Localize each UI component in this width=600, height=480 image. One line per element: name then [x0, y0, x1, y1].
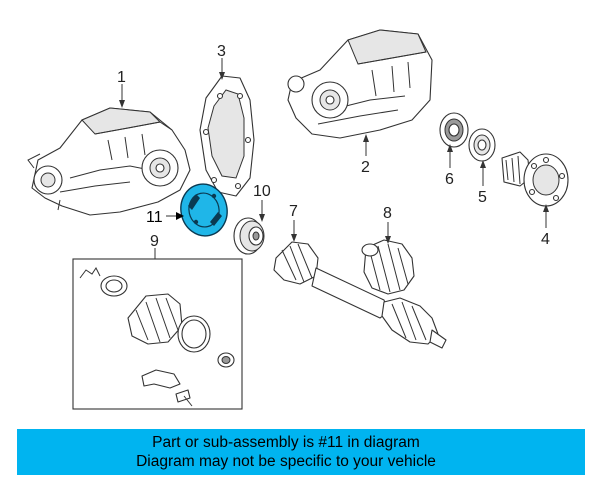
callout-1: 1 [117, 69, 126, 86]
part-4-axle-flange [501, 151, 569, 207]
part-11-mount-highlighted [180, 183, 228, 237]
part-9-kit-box [72, 258, 243, 410]
part-5-seal [468, 128, 496, 162]
callout-3: 3 [217, 43, 226, 60]
part-3-cover-plate [199, 75, 255, 197]
part-7-axle-shaft [273, 241, 447, 349]
parts-diagram: 1 2 3 4 5 6 7 8 9 10 11 [27, 29, 569, 410]
part-2-differential-housing [287, 29, 433, 139]
callout-10: 10 [253, 183, 271, 200]
banner-line-2: Diagram may not be specific to your vehi… [136, 453, 436, 470]
info-banner: Part or sub-assembly is #11 in diagram D… [17, 429, 585, 475]
callout-2: 2 [361, 159, 370, 176]
callout-9: 9 [150, 233, 159, 250]
callout-7: 7 [289, 203, 298, 220]
part-10-flange [233, 217, 265, 255]
leader-lines [119, 58, 549, 259]
part-6-bearing [439, 112, 469, 148]
callout-4: 4 [541, 231, 550, 248]
callout-8: 8 [383, 205, 392, 222]
callout-6: 6 [445, 171, 454, 188]
part-1-differential-housing [27, 107, 191, 216]
part-8-boot [361, 239, 415, 295]
callout-11: 11 [146, 209, 163, 226]
callout-5: 5 [478, 189, 487, 206]
banner-line-1: Part or sub-assembly is #11 in diagram [152, 434, 420, 451]
